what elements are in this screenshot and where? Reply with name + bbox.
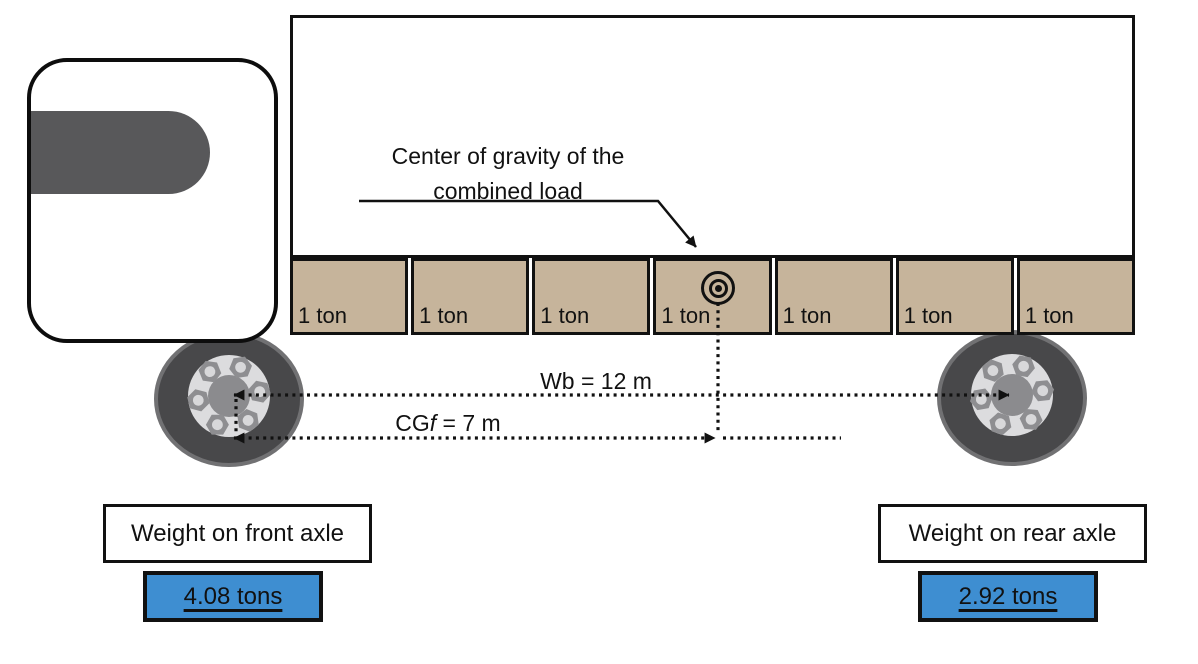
wheelbase-dimension-label: Wb = 12 m [540,368,652,394]
load-block-label: 1 ton [419,303,469,328]
load-block-label: 1 ton [298,303,347,328]
bullseye-center-dot [714,284,722,292]
cgf-symbol: f [429,410,437,436]
hub-center [208,375,250,417]
cgf-suffix: = 7 m [436,410,501,436]
load-block: 1 ton [895,258,1014,335]
load-block-label: 1 ton [661,303,711,328]
load-block: 1 ton [532,258,651,335]
trailer-outline [290,15,1135,258]
rear-axle-title-box: Weight on rear axle [878,504,1147,563]
load-block-label: 1 ton [1024,303,1074,328]
load-block: 1 ton [290,258,409,335]
front-axle-title-box: Weight on front axle [103,504,372,563]
load-block-label: 1 ton [540,303,590,328]
cg-annotation: Center of gravity of the combined load [330,139,686,209]
cg-front-dimension-label: CGf = 7 m [395,410,500,437]
cg-annotation-line2: combined load [433,178,583,204]
load-blocks-row: 1 ton 1 ton 1 ton 1 ton 1 ton 1 ton 1 to… [290,258,1135,335]
load-block: 1 ton [653,258,772,335]
load-block-label: 1 ton [903,303,953,328]
load-block: 1 ton [1016,258,1135,335]
truck-cab [27,58,278,343]
cab-window-shape [31,111,210,194]
bullseye-middle-ring [708,278,728,298]
front-wheel [154,331,304,467]
front-axle-value-box: 4.08 tons [143,571,323,622]
load-block-label: 1 ton [782,303,832,328]
load-block: 1 ton [411,258,530,335]
center-of-gravity-marker [701,271,735,305]
rear-axle-value-box: 2.92 tons [918,571,1098,622]
hub-center [991,374,1033,416]
load-block: 1 ton [774,258,893,335]
rear-wheel [937,330,1087,466]
cg-annotation-line1: Center of gravity of the [391,143,625,169]
cgf-prefix: CG [395,410,430,436]
